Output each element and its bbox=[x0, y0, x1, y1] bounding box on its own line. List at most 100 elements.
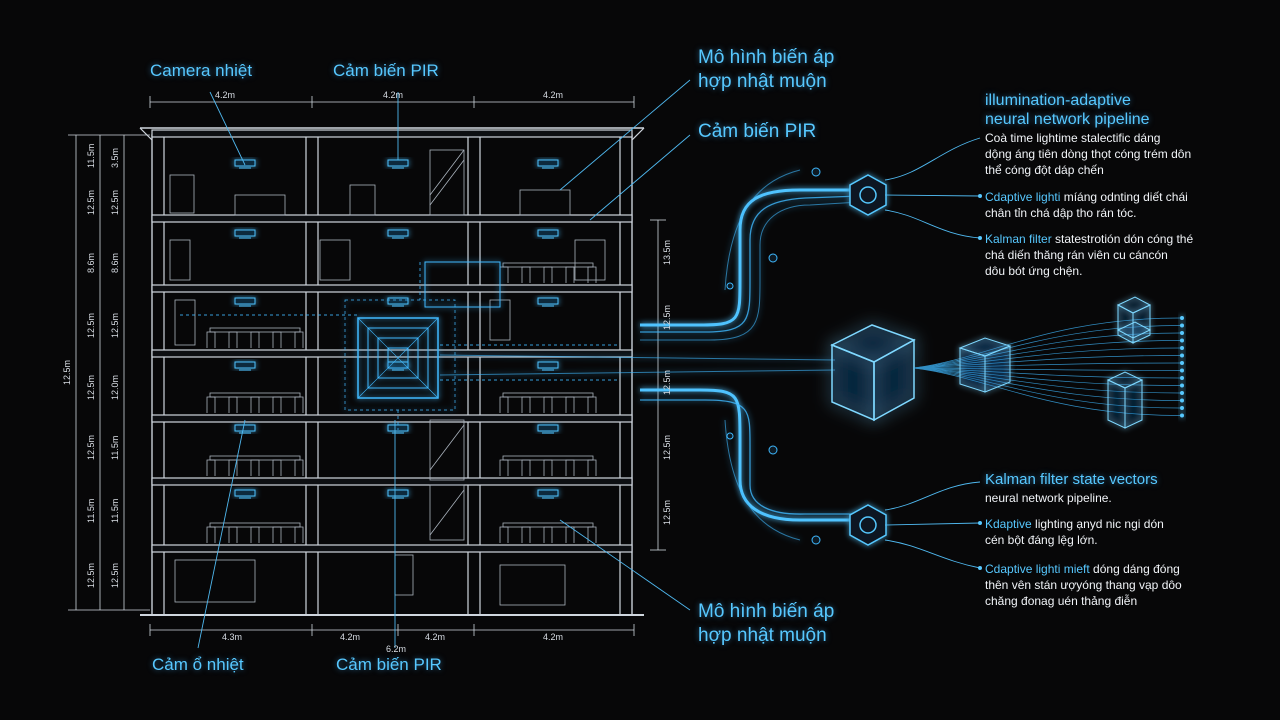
note-head: Cdaptive lighti mieft bbox=[985, 562, 1090, 576]
table-chairs bbox=[206, 455, 304, 476]
ceiling-sensor-icon bbox=[537, 159, 559, 169]
label-pir-right: Cảm biến PIR bbox=[698, 121, 817, 142]
output-point bbox=[1180, 398, 1184, 403]
beam-nodes bbox=[726, 167, 821, 545]
output-point bbox=[1180, 331, 1184, 335]
ceiling-sensor-icon bbox=[387, 229, 409, 239]
output-point bbox=[1180, 376, 1184, 380]
table-chairs bbox=[499, 522, 597, 543]
fan-line bbox=[913, 347, 1181, 369]
door-window bbox=[174, 559, 256, 603]
table-chairs bbox=[206, 327, 304, 348]
dim-left-inner: 12.5m bbox=[110, 562, 120, 588]
note-line: Coà time lightime stalectific dáng bbox=[985, 131, 1161, 145]
dim-right: 12.5m bbox=[662, 434, 672, 460]
door-window bbox=[499, 564, 566, 606]
dim-left-total: 12.5m bbox=[62, 359, 72, 385]
note-head: Kalman filter bbox=[985, 232, 1052, 246]
note-line: chăng đonag uén thảng điễn bbox=[985, 594, 1138, 609]
leader-lines bbox=[197, 79, 981, 649]
dim-bottom-3: 4.2m bbox=[425, 632, 446, 642]
pipeline-top-note-2: Cdaptive lighti míáng odnting diết chái … bbox=[985, 189, 1265, 221]
stair bbox=[429, 149, 465, 541]
dim-bottom-center: 6.2m bbox=[386, 644, 407, 654]
table-chairs bbox=[499, 455, 597, 476]
note-text: lighting ạnyd nic ngi dón bbox=[1031, 517, 1164, 531]
dim-left-inner: 8.6m bbox=[110, 252, 120, 273]
output-point bbox=[1180, 323, 1184, 328]
table-chairs bbox=[499, 392, 597, 413]
output-point bbox=[1180, 406, 1184, 410]
hex-node-bottom bbox=[849, 504, 887, 546]
pipeline-bottom-title: Kalman filter state vectors bbox=[985, 471, 1158, 488]
fusion-cube bbox=[830, 324, 916, 422]
label-pir-bottom: Cảm biến PIR bbox=[336, 655, 442, 674]
pipeline-top-note-1: Coà time lightime stalectific dáng dộng … bbox=[985, 130, 1265, 179]
output-cube-lower bbox=[1106, 371, 1144, 429]
floor-slab bbox=[151, 214, 633, 223]
dim-left-outer: 12.5m bbox=[86, 189, 96, 215]
label-model-bottom-2: hợp nhật muộn bbox=[698, 625, 827, 646]
dim-top-2: 4.2m bbox=[383, 90, 404, 100]
output-points bbox=[1180, 316, 1184, 418]
ceiling-sensor-icon bbox=[537, 229, 559, 239]
dim-top-1: 4.2m bbox=[215, 90, 236, 100]
building-elevation bbox=[139, 127, 645, 616]
dim-left-inner: 11.5m bbox=[110, 498, 120, 523]
furniture bbox=[169, 174, 606, 606]
ceiling-sensor-icon bbox=[387, 489, 409, 499]
note-text: dóng dáng đóng bbox=[1089, 562, 1180, 576]
dim-top-3: 4.2m bbox=[543, 90, 564, 100]
note-first-line: Cdaptive lighti mieft dóng dáng đóng bbox=[985, 561, 1265, 577]
column-left bbox=[151, 134, 165, 616]
dim-right: 12.5m bbox=[662, 369, 672, 395]
dim-right: 12.5m bbox=[662, 304, 672, 330]
right-dimension-lines bbox=[650, 219, 666, 551]
dim-left-outer: 12.5m bbox=[86, 434, 96, 460]
dim-bottom-1: 4.3m bbox=[222, 632, 243, 642]
floor-slabs bbox=[151, 129, 633, 553]
ceiling-sensor-icon bbox=[387, 361, 409, 371]
note-first-line: Kalman filter statestrotión dón cóng thé bbox=[985, 231, 1265, 247]
dim-left-outer: 8.6m bbox=[86, 252, 96, 273]
dim-bottom-2: 4.2m bbox=[340, 632, 361, 642]
ceiling-sensor-icon bbox=[234, 159, 256, 169]
column-right bbox=[619, 134, 633, 616]
door-window bbox=[169, 239, 191, 281]
floor-slab bbox=[151, 349, 633, 358]
note-head: Kdaptive bbox=[985, 517, 1032, 531]
note-line: cén bột đáng lệg lớn. bbox=[985, 533, 1098, 548]
dim-left-inner: 11.5m bbox=[110, 435, 120, 460]
column-mid-1 bbox=[305, 134, 319, 616]
dim-left-inner: 12.5m bbox=[110, 312, 120, 338]
dim-left-inner: 12.0m bbox=[110, 374, 120, 400]
note-first-line: Kdaptive lighting ạnyd nic ngi dón bbox=[985, 516, 1265, 532]
fan-line bbox=[913, 367, 1181, 371]
output-point bbox=[1180, 353, 1184, 358]
ceiling-sensor-icon bbox=[387, 159, 409, 169]
pipeline-top-title-line-2: neural network pipeline bbox=[985, 111, 1150, 129]
note-line: thể cóng đột dáp chến bbox=[985, 163, 1104, 178]
central-processor bbox=[344, 261, 501, 411]
pipeline-bottom-note-2: Cdaptive lighti mieft dóng dáng đóng thê… bbox=[985, 561, 1265, 610]
ceiling-sensor-icon bbox=[234, 424, 256, 434]
dim-right: 12.5m bbox=[662, 499, 672, 525]
hex-node-top bbox=[849, 174, 887, 216]
output-cube-upper bbox=[1116, 296, 1152, 344]
note-head: Cdaptive lighti bbox=[985, 190, 1061, 204]
ceiling-sensor-icon bbox=[537, 489, 559, 499]
label-pir-top: Cảm biến PIR bbox=[333, 61, 439, 80]
roof-slab bbox=[151, 129, 633, 138]
note-first-line: Cdaptive lighti míáng odnting diết chái bbox=[985, 189, 1265, 205]
fan-line bbox=[913, 362, 1181, 369]
floor-slab bbox=[151, 284, 633, 293]
fan-line bbox=[913, 355, 1181, 369]
floor-slab bbox=[151, 414, 633, 423]
dim-left-outer: 11.5m bbox=[86, 498, 96, 523]
label-model-bottom-1: Mô hình biến áp bbox=[698, 601, 835, 622]
note-text: statestrotión dón cóng thé bbox=[1051, 232, 1194, 246]
door-window bbox=[349, 184, 376, 216]
top-dimension-lines bbox=[149, 96, 635, 636]
